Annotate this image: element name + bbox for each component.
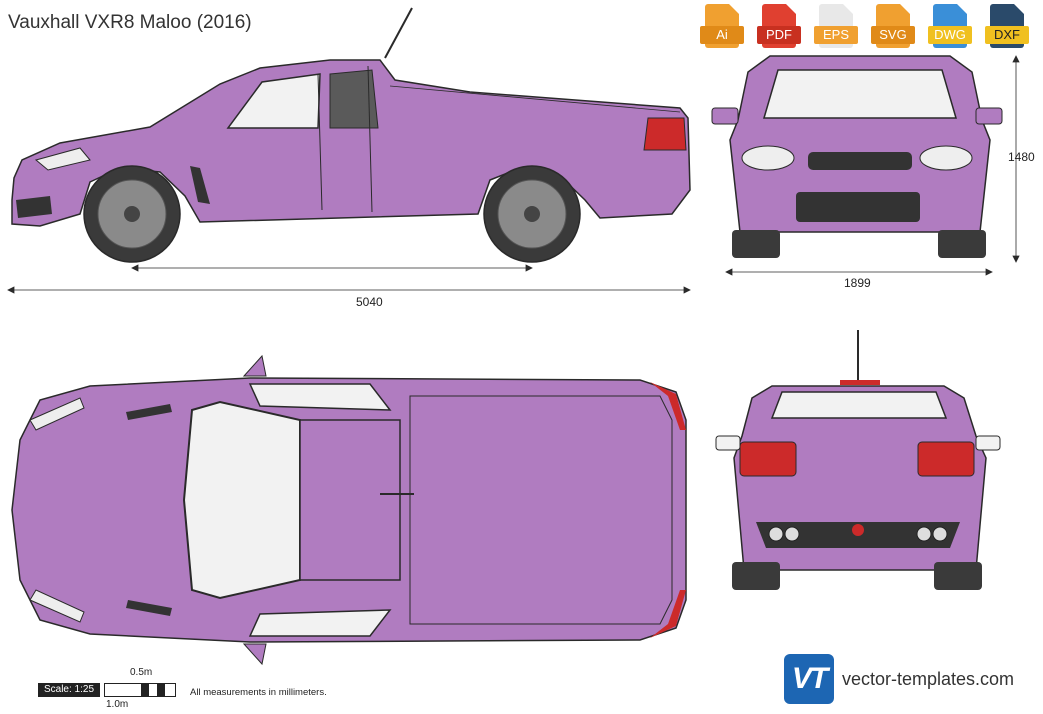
top-view — [11, 354, 687, 666]
height-label: 1480 — [1008, 150, 1035, 164]
top-side-window-left — [248, 383, 392, 411]
vt-logo-icon: VT — [784, 654, 834, 704]
front-dimensions — [725, 55, 1020, 276]
top-windshield — [182, 400, 301, 600]
front-tyre-right — [938, 230, 986, 258]
format-dxf-button[interactable]: DXF — [985, 4, 1029, 50]
top-headlamp-left — [29, 397, 85, 431]
front-headlamp-right — [919, 145, 973, 171]
side-window — [226, 73, 321, 129]
format-ai-button[interactable]: Ai — [700, 4, 744, 50]
top-tail-lamp-right — [650, 590, 686, 638]
rear-exhaust-left-2 — [784, 526, 800, 542]
top-mirror-left — [242, 354, 267, 377]
front-windshield — [763, 69, 957, 119]
front-mirror-left — [711, 107, 739, 125]
top-headlamp-right — [29, 589, 85, 623]
page-title: Vauxhall VXR8 Maloo (2016) — [8, 12, 252, 33]
rear-tail-lamp-left — [739, 441, 797, 477]
top-vent-left — [126, 404, 172, 420]
top-cabin-roof — [299, 419, 401, 581]
top-side-window-right — [248, 609, 392, 637]
measurement-note: All measurements in millimeters. — [190, 687, 327, 698]
side-front-wheel — [83, 165, 181, 263]
scale-half-label: 0.5m — [130, 667, 153, 678]
top-tail-lamp-left — [650, 382, 686, 430]
front-mirror-right — [975, 107, 1003, 125]
rear-exhaust-right-2 — [932, 526, 948, 542]
format-eps-button[interactable]: EPS — [814, 4, 858, 50]
format-label: DXF — [985, 26, 1029, 44]
top-mirror-right — [242, 643, 267, 666]
antenna-line — [384, 7, 413, 59]
side-rear-wheel — [483, 165, 581, 263]
format-svg-button[interactable]: SVG — [871, 4, 915, 50]
front-view — [711, 55, 1003, 258]
front-grille-upper — [808, 152, 912, 170]
rear-tyre-left — [732, 562, 780, 590]
length-dimension — [7, 264, 691, 294]
format-downloads: Ai PDF EPS SVG DWG DXF — [700, 4, 1029, 50]
side-view — [11, 7, 691, 263]
rear-tyre-right — [934, 562, 982, 590]
format-dwg-button[interactable]: DWG — [928, 4, 972, 50]
format-label: EPS — [814, 26, 858, 44]
rear-tail-lamp-right — [917, 441, 975, 477]
length-label: 5040 — [356, 295, 383, 309]
format-label: DWG — [928, 26, 972, 44]
side-vent — [190, 166, 210, 204]
front-tyre-left — [732, 230, 780, 258]
side-tail-lamp — [643, 117, 687, 151]
width-label: 1899 — [844, 276, 871, 290]
rear-exhaust-right-1 — [916, 526, 932, 542]
rear-brake-lamp — [840, 380, 880, 385]
rear-window — [770, 391, 948, 419]
scale-bar — [104, 683, 176, 697]
format-pdf-button[interactable]: PDF — [757, 4, 801, 50]
brand[interactable]: VT vector-templates.com — [784, 654, 1014, 704]
top-vent-right — [126, 600, 172, 616]
format-label: PDF — [757, 26, 801, 44]
rear-mirror-right — [975, 435, 1001, 451]
scale-label: Scale: 1:25 — [38, 683, 100, 697]
rear-view — [715, 330, 1001, 590]
front-grille-lower — [796, 192, 920, 222]
front-headlamp-left — [741, 145, 795, 171]
side-headlamp — [34, 147, 91, 171]
rear-mirror-left — [715, 435, 741, 451]
front-bumper-vent — [16, 196, 52, 218]
rear-exhaust-left-1 — [768, 526, 784, 542]
format-label: Ai — [700, 26, 744, 44]
rear-fog-lamp — [852, 524, 864, 536]
format-label: SVG — [871, 26, 915, 44]
side-rear-window — [329, 69, 379, 129]
top-tray — [409, 395, 673, 625]
scale-full-label: 1.0m — [106, 699, 129, 710]
brand-name: vector-templates.com — [842, 668, 1015, 689]
